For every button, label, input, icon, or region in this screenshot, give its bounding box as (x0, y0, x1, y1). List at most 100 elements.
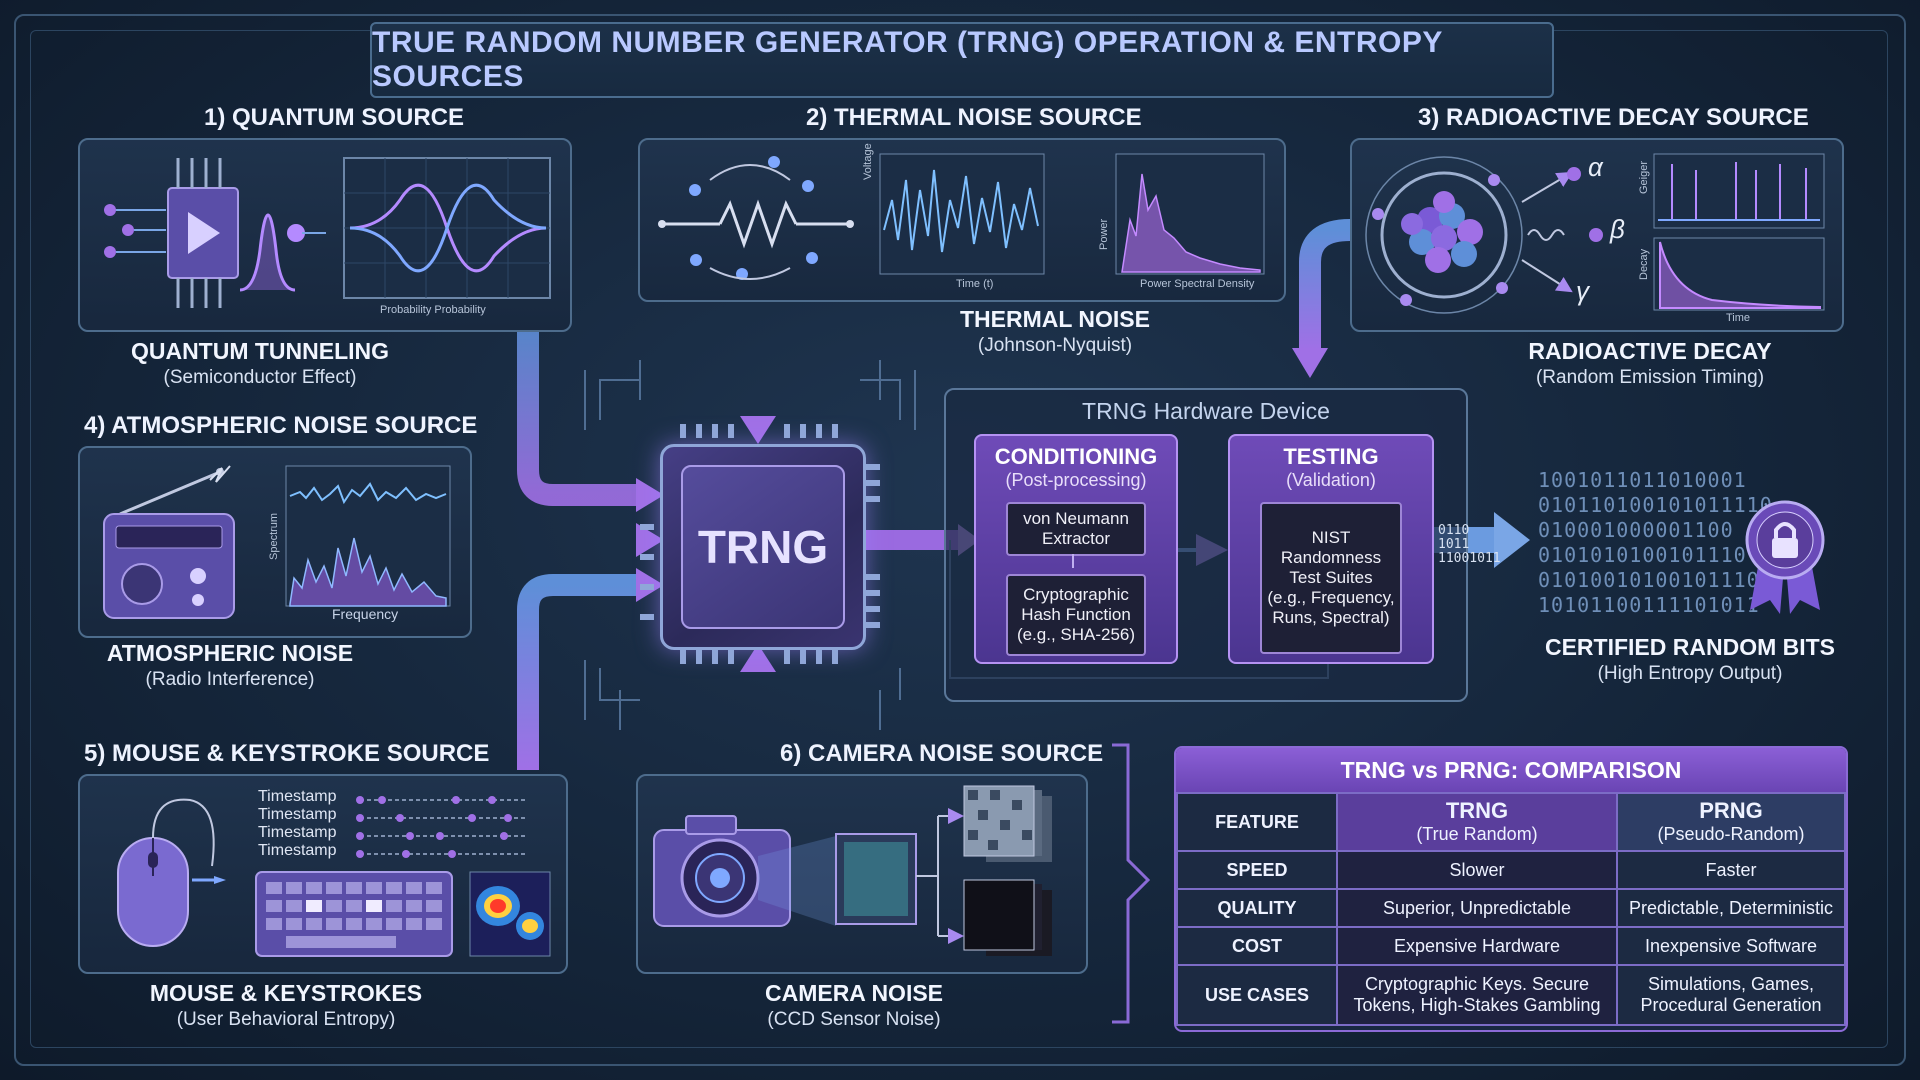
header-prng: PRNG (Pseudo-Random) (1616, 792, 1846, 852)
conditioning-box: CONDITIONING (Post-processing) von Neuma… (974, 434, 1178, 664)
stream-bits: 0110 (1438, 523, 1470, 538)
camera-caption-sub: (CCD Sensor Noise) (767, 1009, 941, 1030)
atmospheric-caption: ATMOSPHERIC NOISE (Radio Interference) (60, 640, 400, 691)
header-prng-label: PRNG (1699, 797, 1763, 823)
nist-line-1: NIST (1311, 528, 1351, 547)
row-prng-value: Predictable, Deterministic (1616, 888, 1846, 928)
radioactive-caption-sub: (Random Emission Timing) (1535, 367, 1765, 388)
thermal-plot2-xlabel: Power Spectral Density (1140, 278, 1255, 290)
outer-frame (14, 14, 1906, 1066)
timestamp-list: Timestamp Timestamp Timestamp Timestamp (258, 788, 337, 860)
camera-graphic (653, 785, 1052, 956)
conditioning-head: CONDITIONING (994, 444, 1158, 469)
heatmap-graphic (469, 871, 551, 957)
quantum-caption-title: QUANTUM TUNNELING (130, 338, 390, 364)
thermal-caption-sub: (Johnson-Nyquist) (977, 335, 1133, 356)
quantum-caption-sub: (Semiconductor Effect) (163, 367, 357, 388)
header-feature: FEATURE (1176, 792, 1338, 852)
radioactive-panel: α β γ Geiger Decay Time (1350, 138, 1844, 332)
hardware-title: TRNG Hardware Device (1082, 398, 1330, 424)
atmospheric-caption-title: ATMOSPHERIC NOISE (106, 640, 354, 666)
row-feature: SPEED (1176, 850, 1338, 890)
quantum-heading: 1) QUANTUM SOURCE (204, 104, 465, 131)
mouse-caption: MOUSE & KEYSTROKES (User Behavioral Entr… (116, 980, 456, 1031)
radioactive-plot2-ylabel: Decay (1638, 248, 1650, 280)
testing-box: TESTING (Validation) NIST Randomness Tes… (1228, 434, 1434, 664)
timestamp-label: Timestamp (258, 824, 337, 841)
row-trng-value: Superior, Unpredictable (1336, 888, 1618, 928)
row-prng-value: Faster (1616, 850, 1846, 890)
radioactive-heading: 3) RADIOACTIVE DECAY SOURCE (1418, 104, 1809, 131)
atmospheric-caption-sub: (Radio Interference) (145, 669, 315, 690)
comparison-table: TRNG vs PRNG: COMPARISON FEATURE TRNG (T… (1174, 746, 1848, 1032)
trng-chip-label: TRNG (697, 521, 829, 573)
bit-row: 010110100101011110 (1538, 493, 1773, 517)
thermal-heading: 2) THERMAL NOISE SOURCE (806, 104, 1142, 131)
output-caption-title: CERTIFIED RANDOM BITS (1544, 634, 1836, 660)
bit-stream-labels: 0110 1011 11001011 (1438, 524, 1501, 566)
thermal-plot2-ylabel: Power (1098, 218, 1110, 250)
nist-line-4: (e.g., Frequency, (1267, 588, 1395, 607)
random-bits-block: 1001011011010001 010110100101011110 0100… (1538, 468, 1773, 618)
row-trng-value: Slower (1336, 850, 1618, 890)
mouse-icon (117, 798, 226, 947)
nist-line-5: Runs, Spectral) (1272, 608, 1390, 627)
row-prng-value: Simulations, Games, Procedural Generatio… (1616, 964, 1846, 1026)
bit-row: 1001011011010001 (1538, 468, 1747, 492)
bit-row: 10101100111101011 (1538, 593, 1760, 617)
quantum-panel: Probability Probability (78, 138, 572, 332)
bit-row: 010001000001100 (1538, 518, 1734, 542)
bit-row: 01010010100101110 (1538, 568, 1760, 592)
row-trng-value: Expensive Hardware (1336, 926, 1618, 966)
testing-sub: (Validation) (1286, 470, 1376, 490)
quantum-caption: QUANTUM TUNNELING (Semiconductor Effect) (90, 338, 430, 389)
alpha-symbol: α (1588, 152, 1603, 182)
thermal-caption: THERMAL NOISE (Johnson-Nyquist) (885, 306, 1225, 357)
hash-line-1: Cryptographic (1023, 585, 1129, 604)
table-row: SPEED Slower Faster (1176, 850, 1846, 890)
quantum-plot-label: Probability Probability (380, 304, 486, 316)
camera-caption: CAMERA NOISE (CCD Sensor Noise) (684, 980, 1024, 1031)
radioactive-caption-title: RADIOACTIVE DECAY (1528, 338, 1772, 364)
hash-line-2: Hash Function (1021, 605, 1131, 624)
radio-icon (103, 465, 451, 619)
row-prng-value: Inexpensive Software (1616, 926, 1846, 966)
timestamp-label: Timestamp (258, 788, 337, 805)
transistor-icon (104, 157, 551, 308)
atmospheric-panel: Spectrum Frequency (78, 446, 472, 638)
timestamp-label: Timestamp (258, 806, 337, 823)
mouse-caption-sub: (User Behavioral Entropy) (176, 1009, 396, 1030)
title-bar: TRUE RANDOM NUMBER GENERATOR (TRNG) OPER… (370, 22, 1554, 98)
atmospheric-heading: 4) ATMOSPHERIC NOISE SOURCE (84, 412, 478, 439)
output-caption: CERTIFIED RANDOM BITS (High Entropy Outp… (1520, 634, 1860, 685)
atmospheric-plot-ylabel: Spectrum (268, 512, 280, 560)
header-trng-sub: (True Random) (1416, 823, 1538, 844)
table-row: USE CASES Cryptographic Keys. Secure Tok… (1176, 964, 1846, 1026)
gamma-symbol: γ (1576, 276, 1589, 306)
atom-icon (1365, 153, 1825, 314)
header-trng: TRNG (True Random) (1336, 792, 1618, 852)
mouse-caption-title: MOUSE & KEYSTROKES (149, 980, 423, 1006)
keyboard-icon (255, 871, 453, 957)
chip-pins (640, 424, 880, 664)
nist-line-2: Randomness (1280, 548, 1382, 567)
radioactive-plot2-xlabel: Time (1726, 312, 1751, 324)
thermal-panel: Voltage Time (t) Power Power Spectral De… (638, 138, 1286, 302)
table-row: QUALITY Superior, Unpredictable Predicta… (1176, 888, 1846, 928)
output-caption-sub: (High Entropy Output) (1597, 663, 1783, 684)
mouse-heading: 5) MOUSE & KEYSTROKE SOURCE (84, 740, 490, 767)
camera-heading: 6) CAMERA NOISE SOURCE (780, 740, 1104, 767)
stream-bits: 11001011 (1438, 551, 1501, 566)
von-neumann-step: von Neumann Extractor (1006, 502, 1146, 556)
conditioning-sub: (Post-processing) (1005, 470, 1147, 490)
comparison-title: TRNG vs PRNG: COMPARISON (1176, 748, 1846, 792)
trng-chip: TRNG (660, 444, 866, 650)
row-trng-value: Cryptographic Keys. Secure Tokens, High-… (1336, 964, 1618, 1026)
camera-icon (653, 815, 791, 927)
table-row: COST Expensive Hardware Inexpensive Soft… (1176, 926, 1846, 966)
header-trng-label: TRNG (1445, 797, 1509, 823)
lock-ribbon-icon (1745, 500, 1825, 614)
page-title: TRUE RANDOM NUMBER GENERATOR (TRNG) OPER… (372, 26, 1443, 93)
comparison-grid: FEATURE TRNG (True Random) PRNG (Pseudo-… (1176, 792, 1846, 1026)
